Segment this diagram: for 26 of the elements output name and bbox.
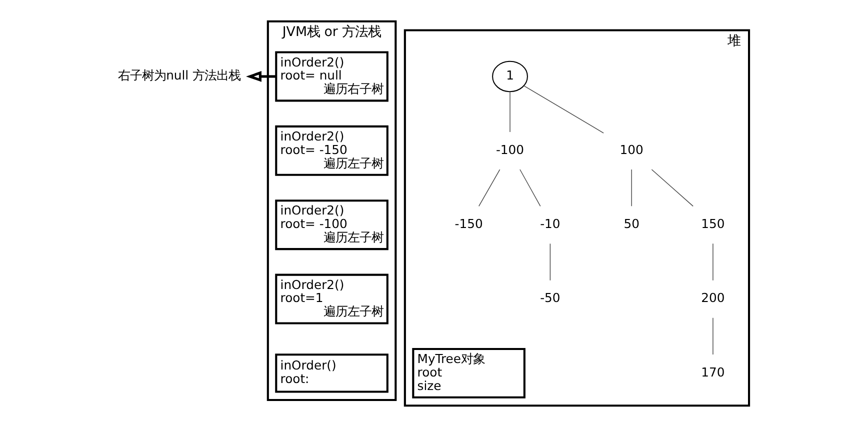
node-box: inOrder() root: <box>275 353 388 392</box>
node-box: inOrder2() root=1 遍历左子树 <box>275 273 388 324</box>
connector <box>550 242 551 280</box>
node-text: -150 <box>454 216 483 231</box>
connector <box>712 317 714 354</box>
node-box: MyTree对象 root size <box>412 347 526 398</box>
node-text: -100 <box>496 142 524 156</box>
arrow <box>246 70 276 82</box>
node-text: 右子树为null 方法出栈 <box>118 68 241 82</box>
connector <box>651 168 694 206</box>
node-box: inOrder2() root= -150 遍历左子树 <box>275 124 388 176</box>
node-text: 200 <box>701 290 725 305</box>
connector <box>524 84 604 133</box>
node-box: inOrder2() root= null 遍历右子树 <box>275 50 388 102</box>
connector <box>520 168 541 206</box>
connector <box>712 242 714 280</box>
node-text: 150 <box>701 216 725 231</box>
node-ellipse: 1 <box>492 60 528 92</box>
node-text: 50 <box>624 216 640 231</box>
node-box: inOrder2() root= -100 遍历左子树 <box>275 199 388 250</box>
node-text: 170 <box>701 364 725 379</box>
node-text: -50 <box>540 290 560 305</box>
connector <box>631 168 632 206</box>
node-text: -10 <box>540 216 560 231</box>
node-text: 100 <box>620 142 644 156</box>
connector <box>478 168 500 206</box>
